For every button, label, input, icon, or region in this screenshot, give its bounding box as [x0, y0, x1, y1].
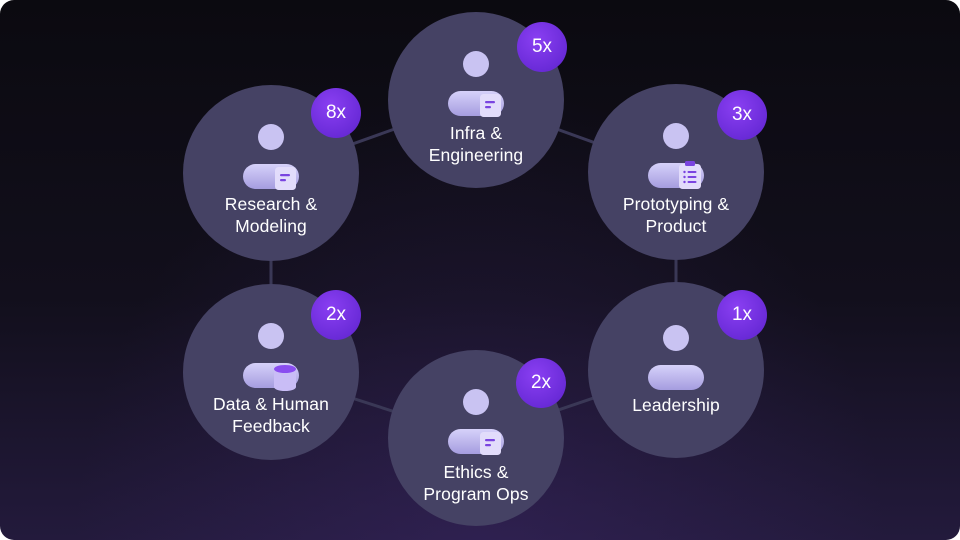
multiplier-badge: 2x	[311, 290, 361, 340]
person-body	[648, 365, 704, 390]
node-infra-engineering: Infra & Engineering 5x	[388, 12, 567, 188]
multiplier-badge: 8x	[311, 88, 361, 138]
node-leadership: Leadership 1x	[588, 282, 767, 458]
person-head	[463, 389, 489, 415]
node-label-line-2: Engineering	[428, 145, 524, 165]
node-prototyping-product: Prototyping & Product 3x	[588, 84, 767, 260]
person-icon	[648, 325, 704, 390]
node-label-line-1: Prototyping &	[622, 194, 730, 214]
node-label-line-1: Leadership	[632, 395, 720, 415]
node-label-line-1: Research &	[224, 194, 318, 214]
document-icon	[480, 432, 501, 455]
person-with-database-icon	[243, 323, 299, 391]
person-head	[663, 325, 689, 351]
node-ethics-program-ops: Ethics & Program Ops 2x	[388, 350, 566, 526]
document-icon	[480, 94, 501, 117]
clipboard-list-icon	[679, 161, 701, 189]
multiplier-badge: 1x	[717, 290, 767, 340]
node-label-line-1: Infra &	[449, 123, 503, 143]
node-label-line-2: Program Ops	[423, 484, 529, 504]
node-research-modeling: Research & Modeling 8x	[183, 85, 361, 261]
person-head	[663, 123, 689, 149]
node-label-line-1: Ethics &	[443, 462, 509, 482]
person-head	[463, 51, 489, 77]
person-with-document-icon	[448, 51, 504, 117]
person-with-clipboard-icon	[648, 123, 704, 189]
node-label-line-1: Data & Human	[213, 394, 329, 414]
document-icon	[275, 167, 296, 190]
person-with-document-icon	[243, 124, 299, 190]
node-label-line-2: Feedback	[232, 416, 310, 436]
multiplier-badge: 5x	[517, 22, 567, 72]
node-data-human-feedback: Data & Human Feedback 2x	[183, 284, 361, 460]
person-with-document-icon	[448, 389, 504, 455]
multiplier-badge: 2x	[516, 358, 566, 408]
person-head	[258, 124, 284, 150]
node-label-line-2: Product	[645, 216, 707, 236]
multiplier-badge: 3x	[717, 90, 767, 140]
node-label-line-2: Modeling	[235, 216, 307, 236]
person-head	[258, 323, 284, 349]
database-icon	[274, 365, 296, 391]
